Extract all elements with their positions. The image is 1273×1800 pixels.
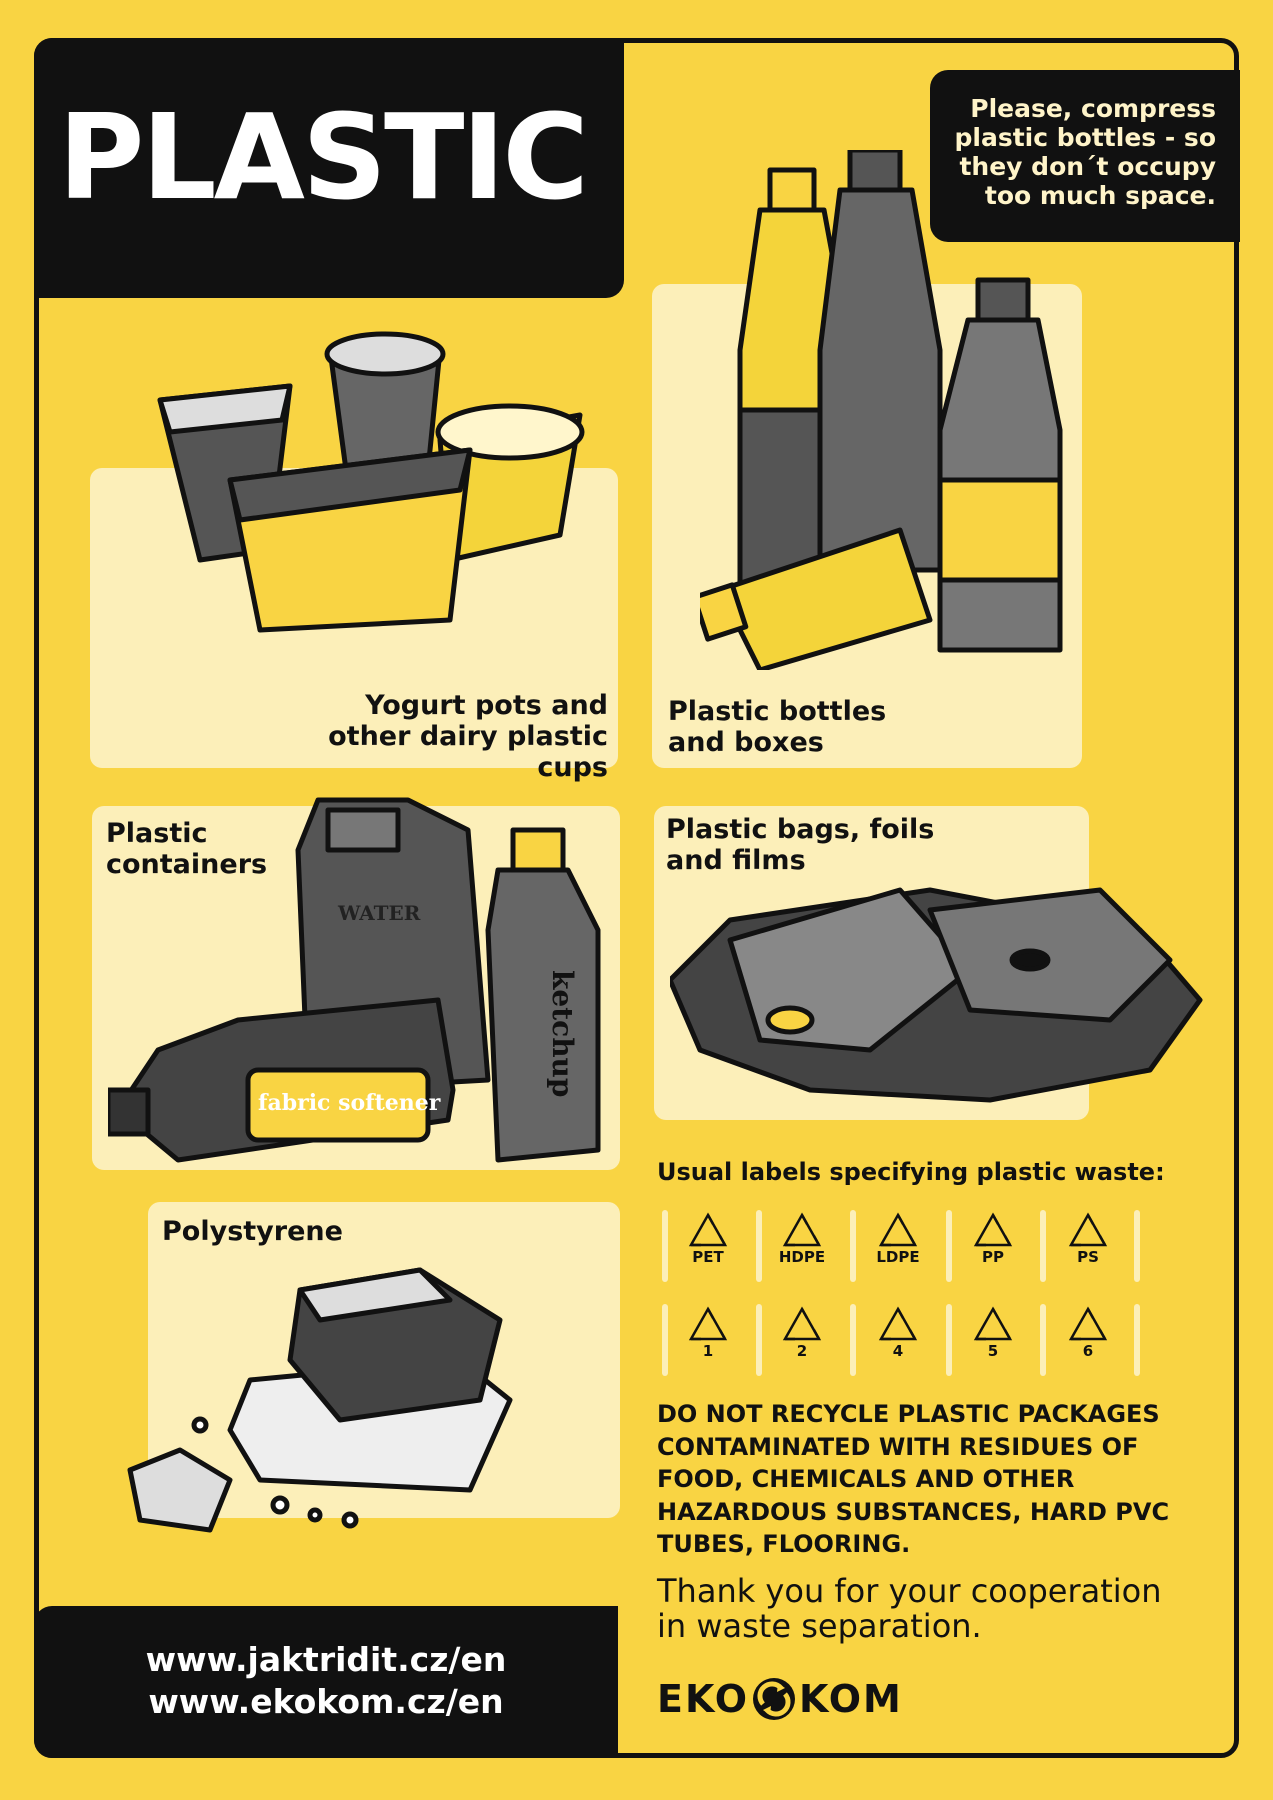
logo-text-left: EKO [657, 1677, 750, 1721]
recycle-code-number: 5 [987, 1342, 999, 1360]
yogurt-cups-illustration [157, 331, 585, 633]
recycle-triangle-icon [973, 1212, 1013, 1247]
recycle-code-label: PS [1077, 1248, 1099, 1266]
label-bottles: Plastic bottles and boxes [668, 696, 887, 758]
recycle-code-6: 6 [1048, 1306, 1128, 1380]
recycle-triangle-icon [1068, 1212, 1108, 1247]
recycle-code-label: PP [982, 1248, 1004, 1266]
recycle-triangle-icon [688, 1212, 728, 1247]
recycle-code-1: 1 [668, 1306, 748, 1380]
label-yogurt: Yogurt pots and other dairy plastic cups [328, 690, 608, 783]
recycle-code-2: 2 [762, 1306, 842, 1380]
divider [756, 1304, 762, 1376]
recycle-code-number: 1 [702, 1342, 714, 1360]
note-box [930, 70, 1240, 242]
divider [1040, 1210, 1046, 1282]
recycle-code-pet: PET [668, 1212, 748, 1286]
thanks-text: Thank you for your cooperation in waste … [657, 1572, 1162, 1645]
recycle-triangle-icon [782, 1212, 822, 1247]
recycle-triangle-icon [1068, 1306, 1108, 1341]
divider [1134, 1210, 1140, 1282]
ekokom-arrows-icon [753, 1678, 796, 1720]
water-text: WATER [337, 901, 421, 925]
logo-text-right: KOM [799, 1677, 903, 1721]
label-polystyrene: Polystyrene [162, 1216, 343, 1247]
page-title: PLASTIC [58, 88, 589, 226]
recycle-code-label: LDPE [876, 1248, 920, 1266]
recycle-code-pp: PP [953, 1212, 1033, 1286]
recycle-code-label: HDPE [778, 1248, 826, 1266]
recycle-code-ldpe: LDPE [858, 1212, 938, 1286]
divider [850, 1304, 856, 1376]
recycle-code-hdpe: HDPE [762, 1212, 842, 1286]
divider [850, 1210, 856, 1282]
divider [662, 1210, 668, 1282]
title-box [34, 38, 624, 298]
recycle-triangle-icon [782, 1306, 822, 1341]
divider [946, 1304, 952, 1376]
recycle-triangle-icon [688, 1306, 728, 1341]
recycle-code-number: 6 [1082, 1342, 1094, 1360]
divider [1134, 1304, 1140, 1376]
recycle-code-5: 5 [953, 1306, 1033, 1380]
recycle-code-number: 2 [796, 1342, 808, 1360]
label-bags: Plastic bags, foils and films [666, 814, 935, 876]
recycle-triangle-icon [973, 1306, 1013, 1341]
bags-illustration [670, 887, 1203, 1103]
warning-text: DO NOT RECYCLE PLASTIC PACKAGES CONTAMIN… [657, 1400, 1170, 1558]
fabric-softener-text: fabric softener [258, 1090, 441, 1116]
recycle-code-4: 4 [858, 1306, 938, 1380]
divider [946, 1210, 952, 1282]
recycling-labels-title: Usual labels specifying plastic waste: [657, 1158, 1165, 1186]
recycle-code-label: PET [692, 1248, 724, 1266]
link-jaktridit[interactable]: www.jaktridit.cz/en [145, 1640, 507, 1679]
containers-illustration: WATER ketchup fabric softener [108, 797, 601, 1163]
link-ekokom[interactable]: www.ekokom.cz/en [148, 1682, 504, 1721]
label-containers: Plastic containers [106, 818, 268, 880]
links-box [34, 1606, 618, 1758]
divider [756, 1210, 762, 1282]
divider [1040, 1304, 1046, 1376]
bottles-illustration [700, 150, 1063, 670]
polystyrene-illustration [127, 1267, 513, 1533]
compress-note: Please, compress plastic bottles - so th… [954, 94, 1216, 210]
recycle-code-ps: PS [1048, 1212, 1128, 1286]
divider [662, 1304, 668, 1376]
recycle-triangle-icon [878, 1212, 918, 1247]
recycle-code-number: 4 [892, 1342, 904, 1360]
ketchup-text: ketchup [546, 970, 579, 1098]
recycle-triangle-icon [878, 1306, 918, 1341]
ekokom-logo: EKO KOM [657, 1674, 903, 1724]
poster-frame [34, 38, 1239, 1758]
